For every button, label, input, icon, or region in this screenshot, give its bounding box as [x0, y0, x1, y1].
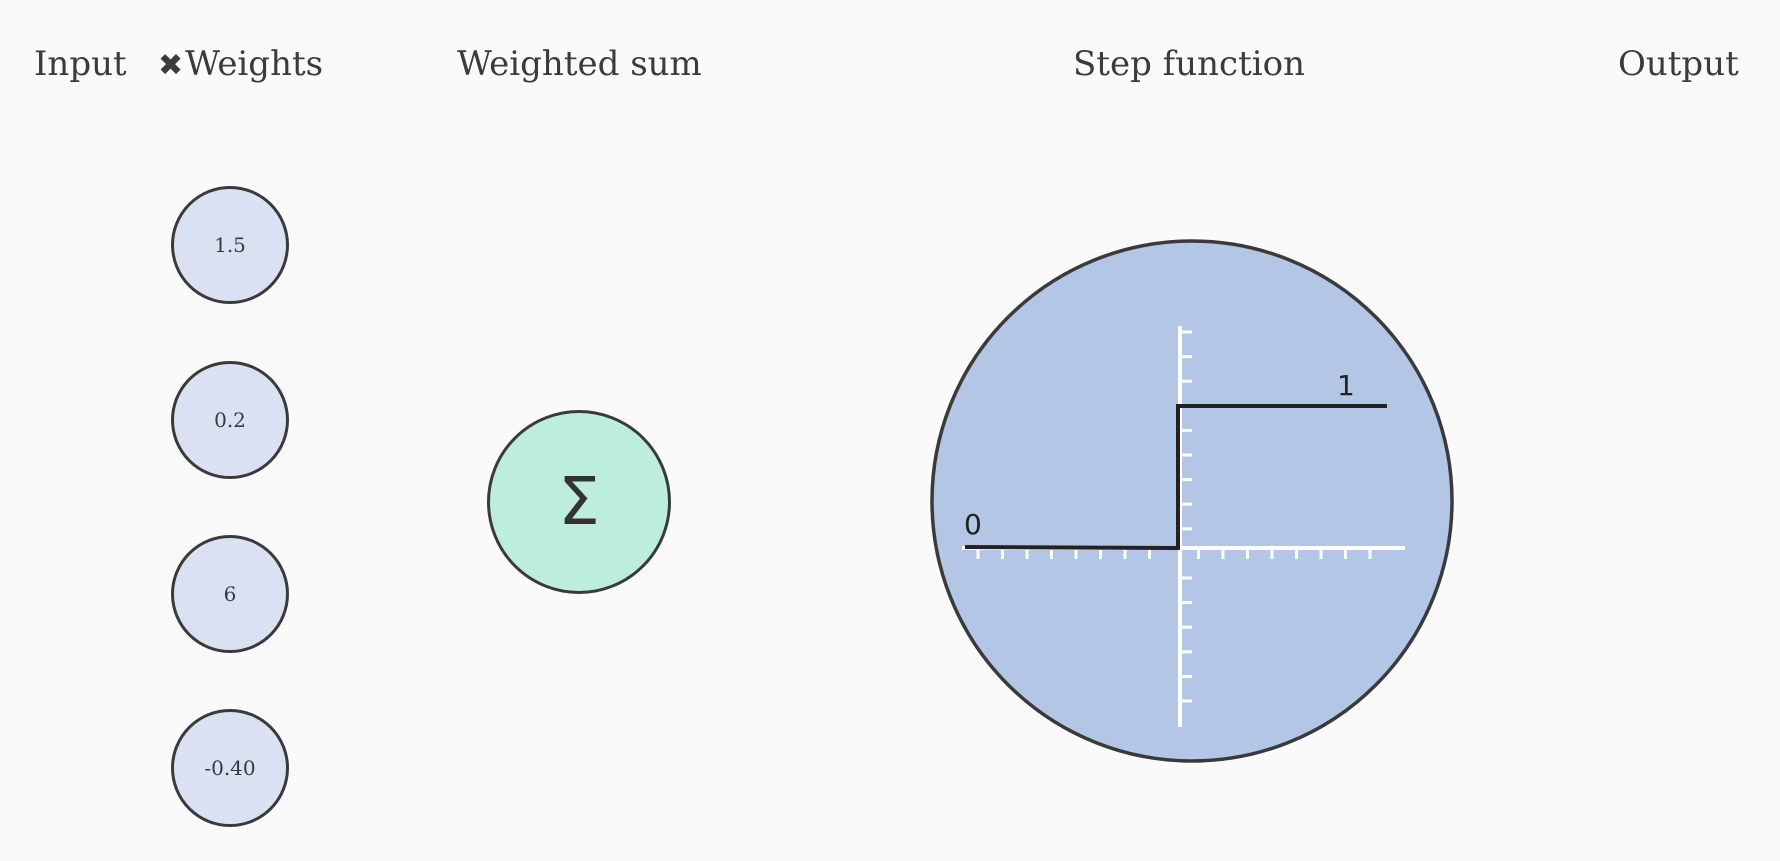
- sigma-icon: Σ: [558, 463, 600, 540]
- weight-node: 1.5: [171, 186, 289, 304]
- step-low-segment: [964, 545, 1177, 550]
- weight-node: 0.2: [171, 361, 289, 479]
- weight-node: -0.40: [171, 709, 289, 827]
- weight-node: 6: [171, 535, 289, 653]
- input-header: Input: [34, 44, 127, 84]
- weight-value: 1.5: [214, 233, 246, 257]
- weighted-sum-header: Weighted sum: [457, 44, 702, 84]
- weight-value: 6: [223, 582, 237, 606]
- multiply-x-icon: ✖: [158, 48, 184, 83]
- weight-value: -0.40: [204, 756, 256, 780]
- weights-header-label: Weights: [185, 44, 324, 84]
- weight-value: 0.2: [214, 408, 246, 432]
- step-function-circle: [930, 239, 1454, 763]
- step-function-axes: [962, 326, 1405, 727]
- step-curve: [964, 404, 1387, 550]
- step-function-header: Step function: [1073, 44, 1305, 84]
- weighted-sum-node: Σ: [487, 410, 671, 594]
- weights-header: ✖Weights: [158, 44, 323, 86]
- step-low-label: 0: [964, 508, 982, 541]
- step-high-label: 1: [1337, 369, 1355, 402]
- output-header: Output: [1618, 44, 1739, 84]
